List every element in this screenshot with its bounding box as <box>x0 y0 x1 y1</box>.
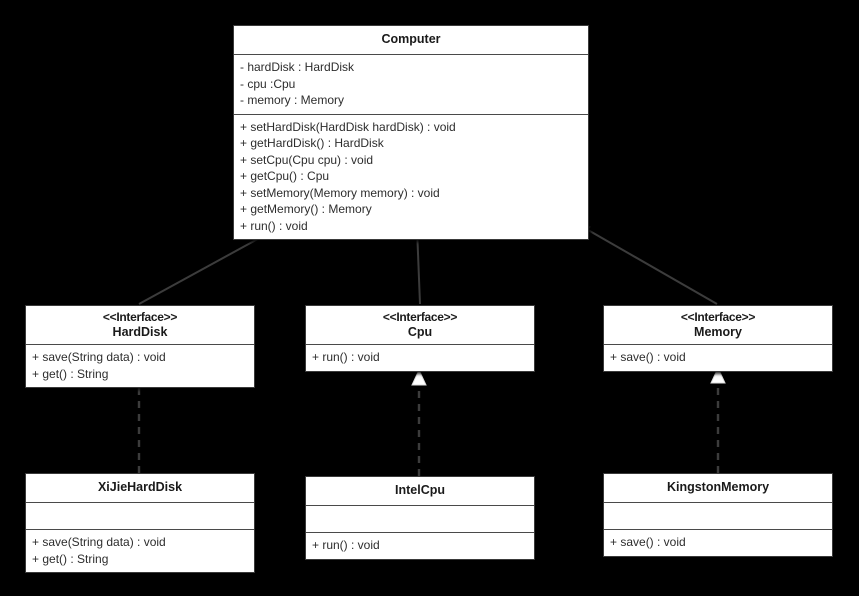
stereotype-label: <<Interface>> <box>680 310 756 324</box>
interface-header: <<Interface>> HardDisk <box>26 306 254 344</box>
class-name-label: Computer <box>381 32 441 46</box>
method-item: + setHardDisk(HardDisk hardDisk) : void <box>240 119 456 134</box>
stereotype-label: <<Interface>> <box>102 310 178 324</box>
class-name-label: IntelCpu <box>395 483 445 497</box>
class-name-label: Memory <box>694 325 742 339</box>
attribute-list-empty <box>306 506 534 532</box>
uml-class-xijieharddisk[interactable]: XiJieHardDisk + save(String data) : void… <box>25 473 255 573</box>
class-name-compartment: <<Interface>> Cpu <box>306 306 534 345</box>
method-item: + getMemory() : Memory <box>240 202 372 216</box>
class-name-compartment: <<Interface>> Memory <box>604 306 832 345</box>
relationship-intelcpu-cpu <box>411 368 427 476</box>
method-list: + setHardDisk(HardDisk hardDisk) : void … <box>234 115 588 240</box>
methods-compartment: + run() : void <box>306 345 534 371</box>
uml-interface-cpu[interactable]: <<Interface>> Cpu + run() : void <box>305 305 535 372</box>
method-list: + save(String data) : void + get() : Str… <box>26 345 254 387</box>
methods-compartment: + save(String data) : void + get() : Str… <box>26 530 254 572</box>
class-name-label: HardDisk <box>112 325 168 339</box>
method-item: + save() : void <box>610 535 686 549</box>
method-item: + setCpu(Cpu cpu) : void <box>240 152 374 167</box>
attribute-item: - memory : Memory <box>240 93 345 107</box>
method-item: + run() : void <box>312 538 380 552</box>
method-item: + setMemory(Memory memory) : void <box>240 185 440 200</box>
method-list: + save() : void <box>604 530 832 556</box>
hollow-triangle-cpu <box>411 368 427 386</box>
attribute-item: - hardDisk : HardDisk <box>240 60 355 74</box>
methods-compartment: + save() : void <box>604 345 832 371</box>
attribute-list: - hardDisk : HardDisk - cpu :Cpu - memor… <box>234 55 588 114</box>
uml-interface-harddisk[interactable]: <<Interface>> HardDisk + save(String dat… <box>25 305 255 388</box>
attribute-list-empty <box>604 503 832 529</box>
composition-line-harddisk <box>138 228 277 305</box>
method-item: + save() : void <box>610 350 686 364</box>
attributes-compartment <box>306 506 534 533</box>
method-list: + run() : void <box>306 345 534 371</box>
relationship-kingstonmemory-memory <box>710 366 726 473</box>
uml-interface-memory[interactable]: <<Interface>> Memory + save() : void <box>603 305 833 372</box>
method-list: + run() : void <box>306 533 534 559</box>
method-item: + get() : String <box>32 366 109 381</box>
method-item: + run() : void <box>312 350 380 364</box>
attributes-compartment: - hardDisk : HardDisk - cpu :Cpu - memor… <box>234 55 588 115</box>
class-name-label: KingstonMemory <box>666 480 770 494</box>
attribute-item: - cpu :Cpu <box>240 76 296 91</box>
stereotype-label: <<Interface>> <box>382 310 458 324</box>
relationship-computer-memory <box>573 222 718 305</box>
class-name-label: Cpu <box>407 325 433 339</box>
method-item: + run() : void <box>240 218 308 233</box>
method-item: + save(String data) : void <box>32 535 166 549</box>
class-name-label: XiJieHardDisk <box>97 480 183 494</box>
uml-class-kingstonmemory[interactable]: KingstonMemory + save() : void <box>603 473 833 557</box>
methods-compartment: + save(String data) : void + get() : Str… <box>26 345 254 387</box>
interface-header: <<Interface>> Memory <box>604 306 832 344</box>
method-item: + getCpu() : Cpu <box>240 169 330 183</box>
method-item: + save(String data) : void <box>32 350 166 364</box>
method-list: + save(String data) : void + get() : Str… <box>26 530 254 572</box>
uml-class-intelcpu[interactable]: IntelCpu + run() : void <box>305 476 535 560</box>
class-name-compartment: KingstonMemory <box>604 474 832 503</box>
methods-compartment: + run() : void <box>306 533 534 559</box>
methods-compartment: + setHardDisk(HardDisk hardDisk) : void … <box>234 115 588 240</box>
method-item: + get() : String <box>32 551 109 566</box>
class-name-compartment: IntelCpu <box>306 477 534 506</box>
interface-header: <<Interface>> Cpu <box>306 306 534 344</box>
method-item: + getHardDisk() : HardDisk <box>240 136 384 150</box>
composition-line-memory <box>587 229 718 305</box>
uml-class-computer[interactable]: Computer - hardDisk : HardDisk - cpu :Cp… <box>233 25 589 240</box>
method-list: + save() : void <box>604 345 832 371</box>
class-name-compartment: Computer <box>234 26 588 55</box>
attributes-compartment <box>604 503 832 530</box>
attributes-compartment <box>26 503 254 530</box>
attribute-list-empty <box>26 503 254 529</box>
class-name-compartment: <<Interface>> HardDisk <box>26 306 254 345</box>
methods-compartment: + save() : void <box>604 530 832 556</box>
class-name-compartment: XiJieHardDisk <box>26 474 254 503</box>
